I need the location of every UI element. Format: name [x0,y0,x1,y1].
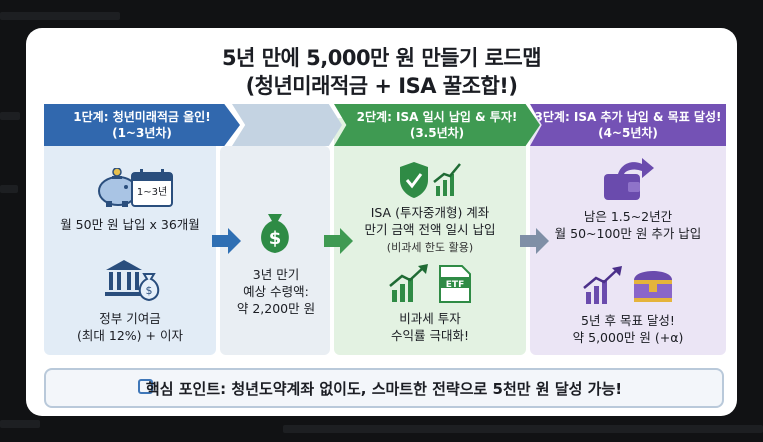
growth-chart-icon [389,264,428,302]
stage2-item1-line2: 만기 금액 전액 일시 납입 [364,222,496,237]
svg-text:$: $ [269,228,282,249]
piggy-bank-icon [98,168,138,207]
key-point-box: 핵심 포인트: 청년도약계좌 없이도, 스마트한 전략으로 5천만 원 달성 가… [44,368,724,408]
stage1-header: 1단계: 청년미래적금 올인! (1~3년차) [44,104,240,146]
wallet-icon [604,158,654,200]
calendar-icon [131,169,173,207]
background-text-line [0,185,18,193]
middle-line1: 3년 만기 [252,267,300,282]
background-text-line [283,425,763,433]
stage3-header: 3단계: ISA 추가 납입 & 목표 달성! (4~5년차) [530,104,726,146]
arrow-right-icon [324,228,353,254]
stage1-item2-line1: 정부 기여금 [99,311,161,326]
stage2-item2-line2: 수익률 극대화! [391,328,469,343]
stage3-header-line1: 3단계: ISA 추가 납입 & 목표 달성! [534,110,722,124]
checkbox-icon [138,379,153,394]
stage3-item2-line1: 5년 후 목표 달성! [581,313,675,328]
document-icon [439,265,471,303]
etf-label: ETF [445,280,465,290]
key-point-text: 핵심 포인트: 청년도약계좌 없이도, 스마트한 전략으로 5천만 원 달성 가… [145,380,623,398]
arrow-right-icon [212,228,241,254]
stage3-panel [530,118,726,355]
shield-chart-icon [400,162,461,198]
middle-line2: 예상 수령액: [243,284,309,299]
treasure-chest-icon [634,271,672,302]
background-text-line [0,12,120,20]
stage1-header-line1: 1단계: 청년미래적금 올인! [73,110,211,124]
stage1-panel [44,118,216,355]
stage3-item1-line2: 월 50~100만 원 추가 납입 [554,226,702,241]
growth-chart-icon [583,266,622,304]
stage2-item2-line1: 비과세 투자 [399,311,461,326]
middle-header-arrow [232,104,342,146]
middle-line3: 약 2,200만 원 [236,301,316,316]
background-text-line [0,112,20,120]
stage3-item2-line2: 약 5,000만 원 (+α) [572,330,684,345]
money-bag-icon: $ [261,214,289,253]
svg-text:$: $ [146,284,153,297]
money-bag-icon: $ [138,273,160,302]
stage3-item1-line1: 남은 1.5~2년간 [583,209,673,224]
roadmap-card: 5년 만에 5,000만 원 만들기 로드맵 (청년미래적금 + ISA 꿀조합… [26,28,737,416]
roadmap-subtitle: (청년미래적금 + ISA 꿀조합!) [245,74,518,98]
stage2-header: 2단계: ISA 일시 납입 & 투자! (3.5년차) [334,104,540,146]
stage1-item1: 월 50만 원 납입 x 36개월 [60,217,200,232]
stage2-header-line2: (3.5년차) [409,126,465,140]
stage2-item1-line3: (비과세 한도 활용) [386,241,474,254]
stage2-item1-line1: ISA (투자중개형) 계좌 [370,205,490,220]
stage1-header-line2: (1~3년차) [112,126,172,140]
arrow-right-icon [520,228,549,254]
government-building-icon [105,260,143,296]
stage1-item2-line2: (최대 12%) + 이자 [77,328,183,343]
roadmap-title: 5년 만에 5,000만 원 만들기 로드맵 [221,46,542,70]
stage3-header-line2: (4~5년차) [598,126,658,140]
stage2-panel [334,118,526,355]
background-text-line [0,420,40,428]
calendar-label: 1~3년 [136,187,168,198]
stage2-header-line1: 2단계: ISA 일시 납입 & 투자! [356,110,518,124]
